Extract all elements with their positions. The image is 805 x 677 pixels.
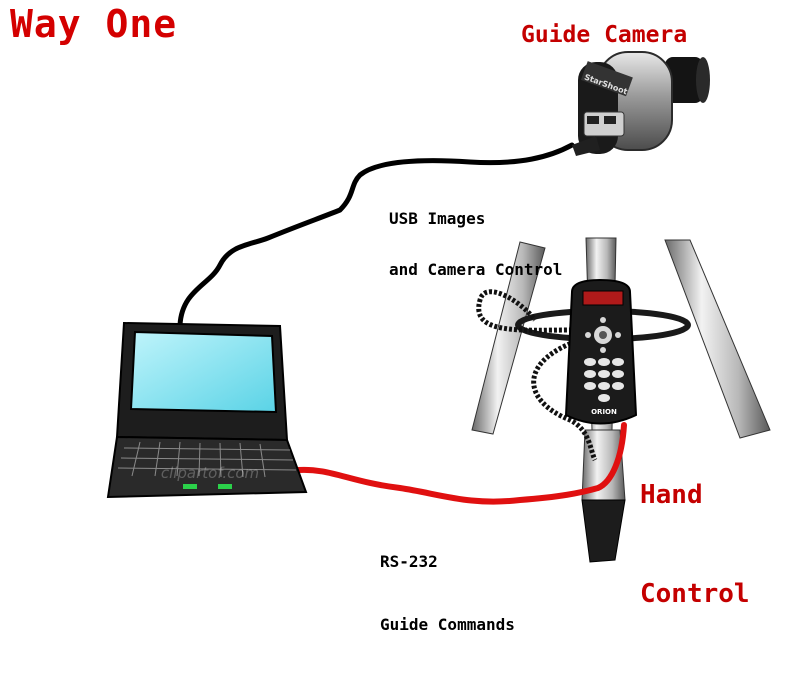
hand-controller-brand: ORION <box>591 408 617 416</box>
usb-label-line2: and Camera Control <box>389 260 563 279</box>
watermark: clipartof.com <box>161 464 259 482</box>
rs232-connection-label: RS-232 Guide Commands <box>380 509 515 677</box>
guide-camera-icon: StarShoot <box>572 51 710 156</box>
diagram-title: Way One <box>10 2 178 46</box>
usb-cable <box>177 142 575 328</box>
diagram-artwork: ORION StarShoot <box>106 51 771 563</box>
guide-camera-label: Guide Camera <box>521 22 688 48</box>
rs232-cable <box>295 422 627 505</box>
rs232-label-line1: RS-232 <box>380 552 438 571</box>
rs232-label-line2: Guide Commands <box>380 615 515 634</box>
hand-controller-icon: ORION <box>564 278 638 425</box>
usb-label-line1: USB Images <box>389 209 486 228</box>
laptop-icon: clipartof.com <box>106 321 308 499</box>
diagram-stage: ORION StarShoot <box>10 2 771 634</box>
hand-label-line1: Hand <box>640 480 703 510</box>
hand-control-label: Hand Control <box>640 413 750 677</box>
usb-connection-label: USB Images and Camera Control <box>389 176 562 312</box>
hand-label-line2: Control <box>640 579 750 609</box>
